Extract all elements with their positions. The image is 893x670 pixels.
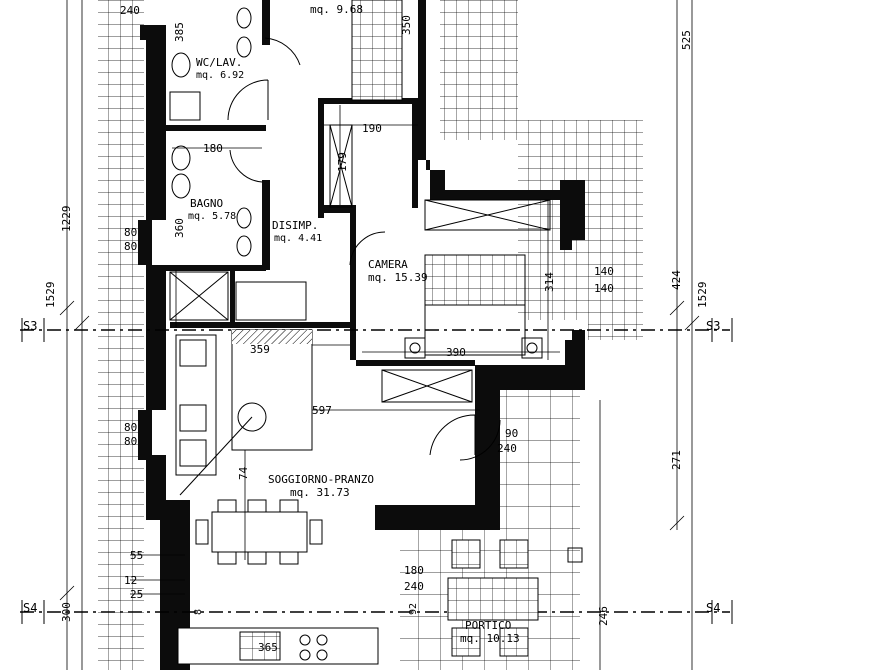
dim-525: 525 bbox=[680, 30, 693, 50]
dimension-lines bbox=[59, 0, 700, 670]
dimension-labels: 240 385 350 525 190 179 180 1229 1529 15… bbox=[44, 4, 709, 654]
dim-365: 365 bbox=[258, 641, 278, 654]
wc-name: WC/LAV. bbox=[196, 56, 242, 69]
dim-424: 424 bbox=[670, 270, 683, 290]
section-marks: S3 S3 S4 S4 bbox=[23, 319, 720, 615]
dim-55: 55 bbox=[130, 549, 143, 562]
dim-12: 12 bbox=[124, 574, 137, 587]
camera-area: mq. 15.39 bbox=[368, 271, 428, 284]
bagno-area: mq. 5.78 bbox=[188, 211, 236, 222]
dim-92: 92 bbox=[408, 603, 419, 615]
dim-597: 597 bbox=[312, 404, 332, 417]
dim-271: 271 bbox=[670, 450, 683, 470]
dim-140-a: 140 bbox=[594, 265, 614, 278]
dim-359: 359 bbox=[250, 343, 270, 356]
section-s4-right: S4 bbox=[706, 601, 720, 615]
dim-90: 90 bbox=[505, 427, 518, 440]
portico-name: PORTICO bbox=[465, 619, 511, 632]
dim-300: 300 bbox=[60, 602, 73, 622]
dim-350: 350 bbox=[400, 15, 413, 35]
living-furniture bbox=[175, 281, 379, 665]
dim-80-b: 80 bbox=[124, 240, 137, 253]
dim-1529-right: 1529 bbox=[696, 282, 709, 309]
porch-furniture bbox=[447, 539, 583, 657]
dim-80-a: 80 bbox=[124, 226, 137, 239]
sanitary-fixtures bbox=[169, 7, 252, 321]
dim-390: 390 bbox=[446, 346, 466, 359]
dim-240-top: 240 bbox=[120, 4, 140, 17]
walls bbox=[138, 0, 585, 670]
dim-240b: 240 bbox=[404, 580, 424, 593]
dim-314: 314 bbox=[543, 272, 556, 292]
camera-name: CAMERA bbox=[368, 258, 408, 271]
section-s3-left: S3 bbox=[23, 319, 37, 333]
dim-360: 360 bbox=[173, 218, 186, 238]
dim-25: 25 bbox=[130, 588, 143, 601]
dim-80-d: 80 bbox=[124, 435, 137, 448]
portico-area: mq. 10.13 bbox=[460, 632, 520, 645]
dim-74: 74 bbox=[237, 466, 250, 480]
dim-180: 180 bbox=[203, 142, 223, 155]
dim-246: 246 bbox=[597, 606, 610, 626]
disimp-name: DISIMP. bbox=[272, 219, 318, 232]
section-lines bbox=[20, 318, 733, 624]
wc-area: mq. 6.92 bbox=[196, 70, 244, 81]
dim-240-mid: 240 bbox=[497, 442, 517, 455]
dim-385: 385 bbox=[173, 22, 186, 42]
dim-190: 190 bbox=[362, 122, 382, 135]
dim-179: 179 bbox=[336, 152, 349, 172]
section-s4-left: S4 bbox=[23, 601, 37, 615]
dim-1229: 1229 bbox=[60, 206, 73, 233]
top-room-area: mq. 9.68 bbox=[310, 3, 363, 16]
dim-1529-left: 1529 bbox=[44, 282, 57, 309]
soggiorno-name: SOGGIORNO-PRANZO bbox=[268, 473, 374, 486]
section-s3-right: S3 bbox=[706, 319, 720, 333]
dim-140-b: 140 bbox=[594, 282, 614, 295]
bedroom-furniture bbox=[329, 0, 551, 403]
bagno-name: BAGNO bbox=[190, 197, 223, 210]
dim-8: 8 bbox=[193, 609, 204, 615]
dim-180b: 180 bbox=[404, 564, 424, 577]
doors bbox=[227, 37, 501, 461]
dim-80-c: 80 bbox=[124, 421, 137, 434]
disimp-area: mq. 4.41 bbox=[274, 233, 322, 244]
room-labels: mq. 9.68 WC/LAV. mq. 6.92 BAGNO mq. 5.78… bbox=[188, 3, 520, 645]
soggiorno-area: mq. 31.73 bbox=[290, 486, 350, 499]
